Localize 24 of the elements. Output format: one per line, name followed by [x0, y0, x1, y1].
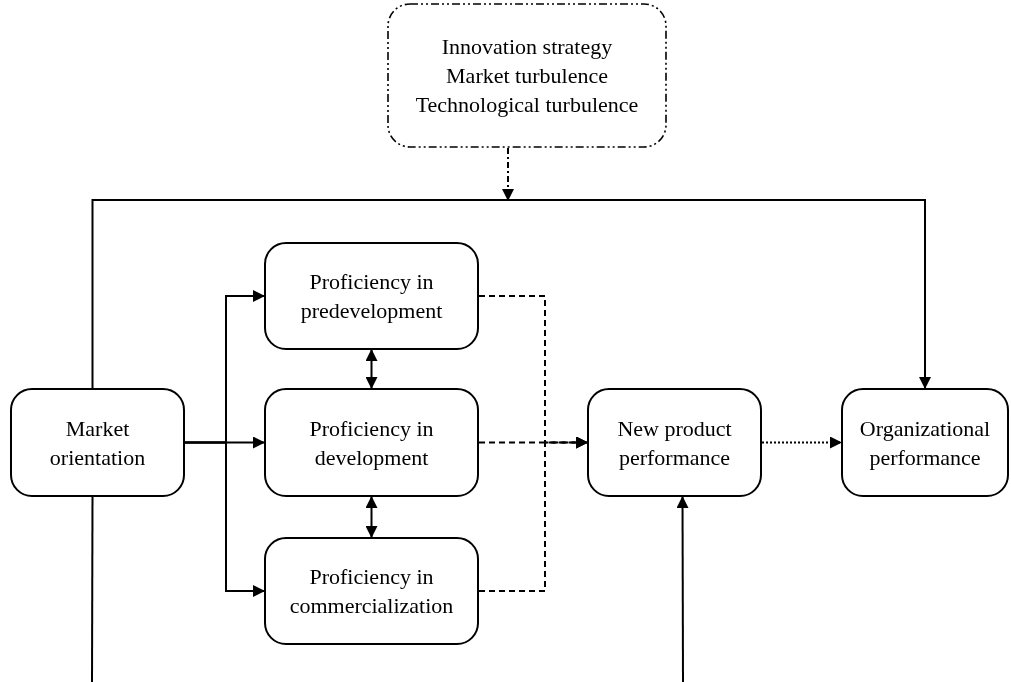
node-label: Market orientation [48, 414, 147, 472]
construct-box [264, 242, 479, 350]
node-label: Innovation strategy [440, 33, 614, 61]
node-label: Proficiency in development [308, 414, 435, 472]
arrow [91, 199, 931, 389]
node-label: Organizational performance [858, 414, 992, 472]
node-label: Proficiency in predevelopment [299, 268, 444, 325]
construct-box [841, 388, 1009, 497]
arrow [184, 441, 265, 597]
node-label: Technological turbulence [414, 91, 640, 119]
arrow [676, 496, 689, 682]
node-label: New product performance [616, 414, 733, 472]
construct-box [264, 388, 479, 497]
arrow [478, 436, 588, 592]
arrow [365, 496, 378, 538]
node-label: Proficiency in commercialization [288, 563, 455, 620]
moderator-box [387, 3, 667, 148]
arrow [502, 147, 514, 201]
construct-box [587, 388, 762, 497]
construct-box [264, 537, 479, 645]
construct-box [10, 388, 185, 497]
arrow [761, 436, 842, 449]
arrow [365, 349, 378, 389]
node-label: Market turbulence [445, 62, 609, 90]
